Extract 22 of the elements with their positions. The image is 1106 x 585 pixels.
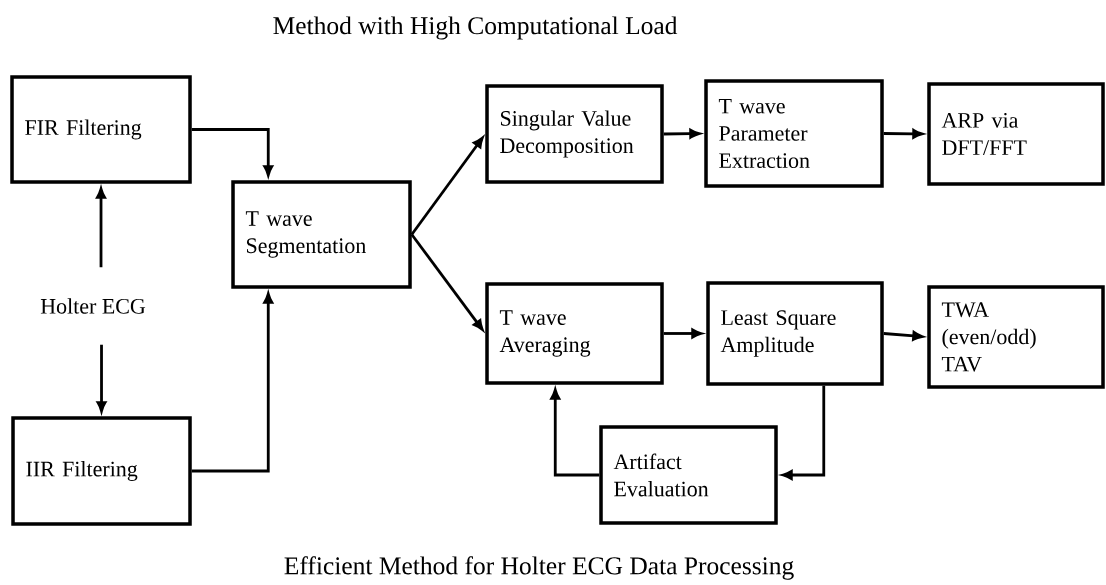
arrow [191,292,274,473]
process-box: IIR Filtering [11,416,192,526]
process-box: T wave Parameter Extraction [704,79,884,188]
arrow [883,128,924,139]
process-box: Singular Value Decomposition [485,84,664,184]
arrow [883,331,924,341]
process-box: Least Square Amplitude [706,281,884,386]
caption-text: Method with High Computational Load [273,16,678,40]
arrow [781,385,826,480]
caption-text: Efficient Method for Holter ECG Data Processing [284,556,794,580]
arrow [410,137,484,236]
arrow [550,388,600,477]
arrow [191,128,274,177]
process-box: ARP via DFT/FFT [927,82,1105,186]
process-box: T wave Segmentation [231,180,412,289]
process-box: T wave Averaging [485,282,664,385]
arrow [410,233,484,331]
process-box: FIR Filtering [10,75,192,184]
arrow [96,187,106,268]
process-box: TWA (even/odd) TAV [927,285,1105,389]
input-label: Holter ECG [40,298,146,314]
process-box: Artifact Evaluation [599,425,778,525]
